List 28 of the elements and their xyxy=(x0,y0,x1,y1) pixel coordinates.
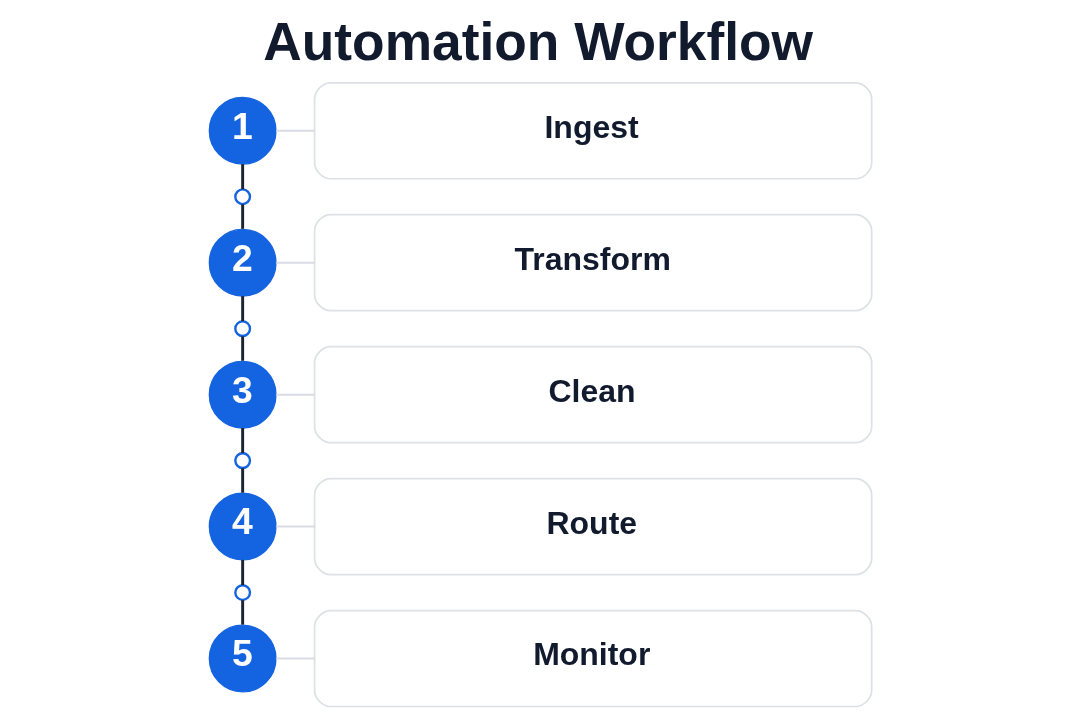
node-circle xyxy=(233,188,251,206)
connector xyxy=(240,204,244,229)
node-circle xyxy=(233,320,251,338)
connector xyxy=(240,296,244,322)
connector xyxy=(274,261,316,264)
node-circle: 5 xyxy=(208,624,277,693)
node-box: Monitor xyxy=(313,609,873,708)
node-circle: 2 xyxy=(208,228,277,297)
node-circle: 3 xyxy=(208,360,277,429)
node-circle: 1 xyxy=(208,96,277,165)
diagram-title: Automation Workflow xyxy=(262,12,813,72)
connector xyxy=(240,600,244,625)
node-box: Route xyxy=(313,477,873,576)
connector xyxy=(274,525,316,528)
node-circle xyxy=(233,452,251,470)
connector xyxy=(274,393,316,396)
node-box: Transform xyxy=(313,213,873,312)
node-circle xyxy=(233,584,251,602)
connector xyxy=(274,129,316,132)
node-circle: 4 xyxy=(208,492,277,561)
node-box: Ingest xyxy=(313,81,873,180)
connector xyxy=(240,559,244,585)
connector xyxy=(240,336,244,361)
connector xyxy=(240,468,244,493)
connector xyxy=(240,428,244,454)
connector xyxy=(274,657,316,660)
connector xyxy=(240,164,244,190)
node-box: Clean xyxy=(313,345,873,444)
